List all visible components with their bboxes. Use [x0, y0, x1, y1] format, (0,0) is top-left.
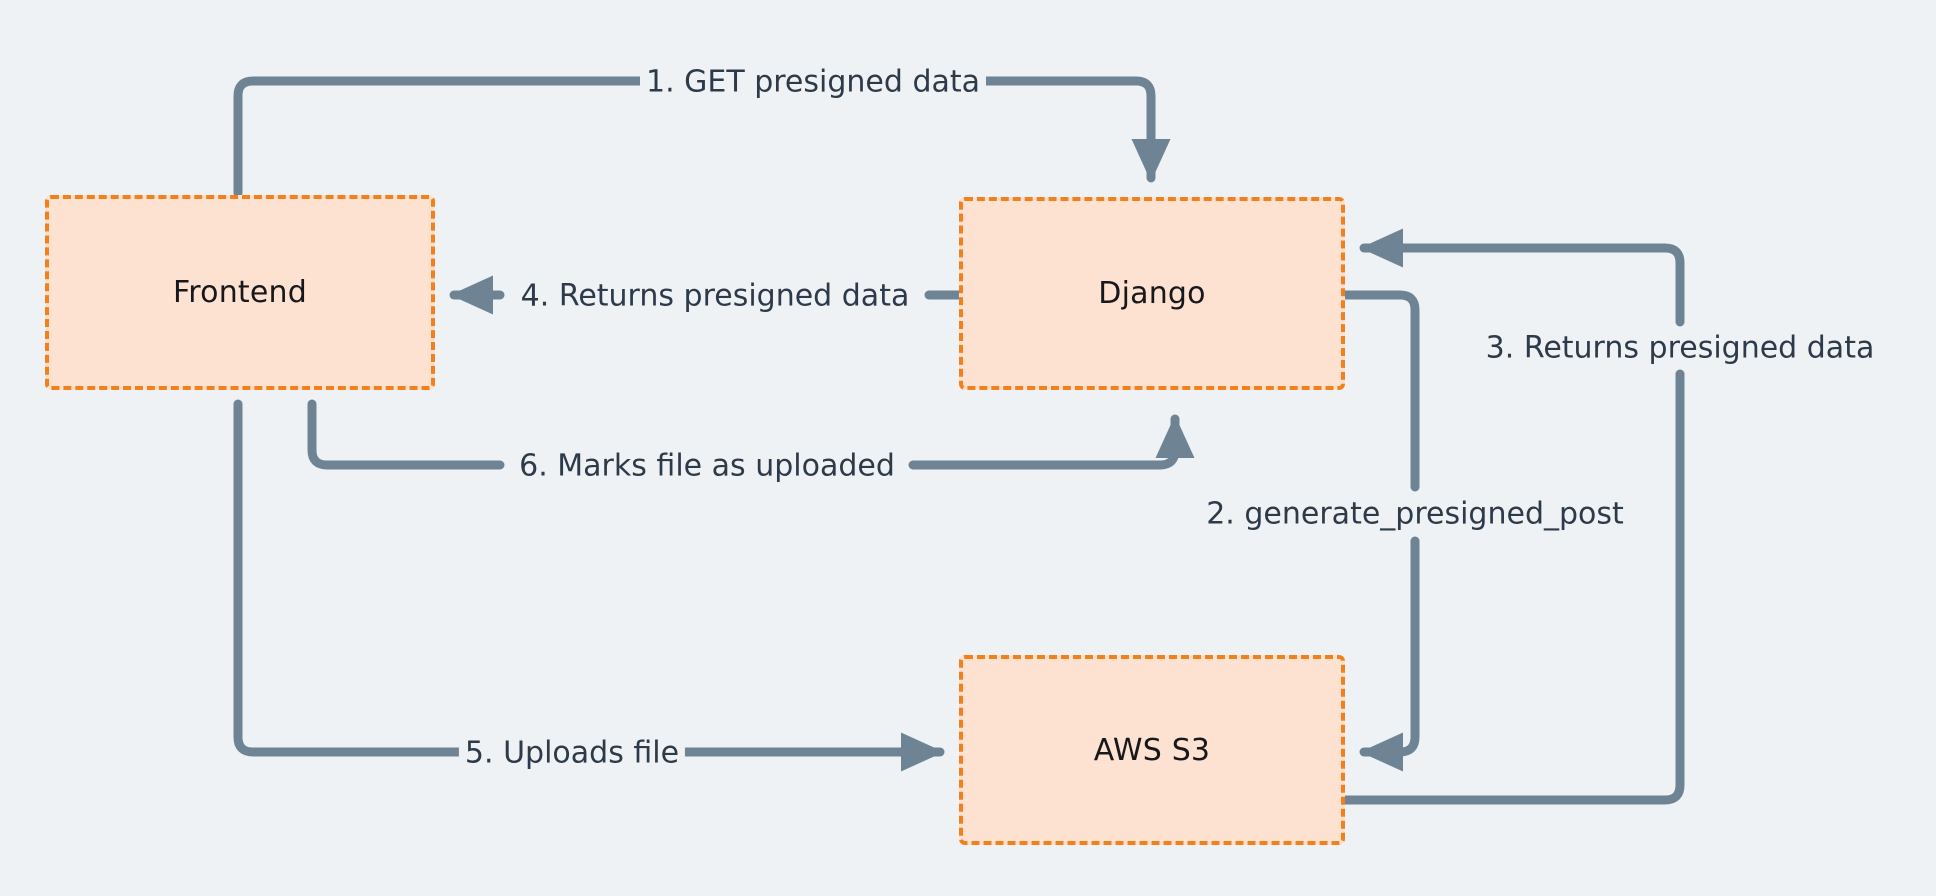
node-frontend-label: Frontend — [173, 275, 307, 310]
edge-path-step3-b — [1359, 228, 1685, 327]
edge-label-step1: 1. GET presigned data — [639, 65, 987, 99]
edge-path-step1-b — [898, 76, 1171, 183]
edge-path-step6 — [307, 399, 505, 470]
edge-path-step3 — [1340, 369, 1685, 805]
edge-label-step3: 3. Returns presigned data — [1479, 331, 1881, 365]
edge-label-step2: 2. generate_presigned_post — [1200, 497, 1630, 531]
node-aws-s3-label: AWS S3 — [1093, 732, 1211, 768]
edge-path-step2-b — [1359, 536, 1420, 772]
edge-label-step5: 5. Uploads file — [458, 736, 686, 770]
edge-path-step6-b — [908, 414, 1195, 470]
edge-path-step2 — [1340, 290, 1420, 492]
node-django-label: Django — [1098, 276, 1206, 311]
edge-label-step6: 6. Marks file as uploaded — [513, 449, 901, 483]
node-frontend[interactable]: Frontend — [45, 195, 435, 390]
edge-path-step5 — [233, 399, 500, 757]
edge-path-step1 — [233, 76, 728, 198]
node-aws-s3[interactable]: AWS S3 — [959, 655, 1345, 845]
edge-label-step4: 4. Returns presigned data — [514, 279, 916, 313]
node-django[interactable]: Django — [959, 197, 1345, 390]
